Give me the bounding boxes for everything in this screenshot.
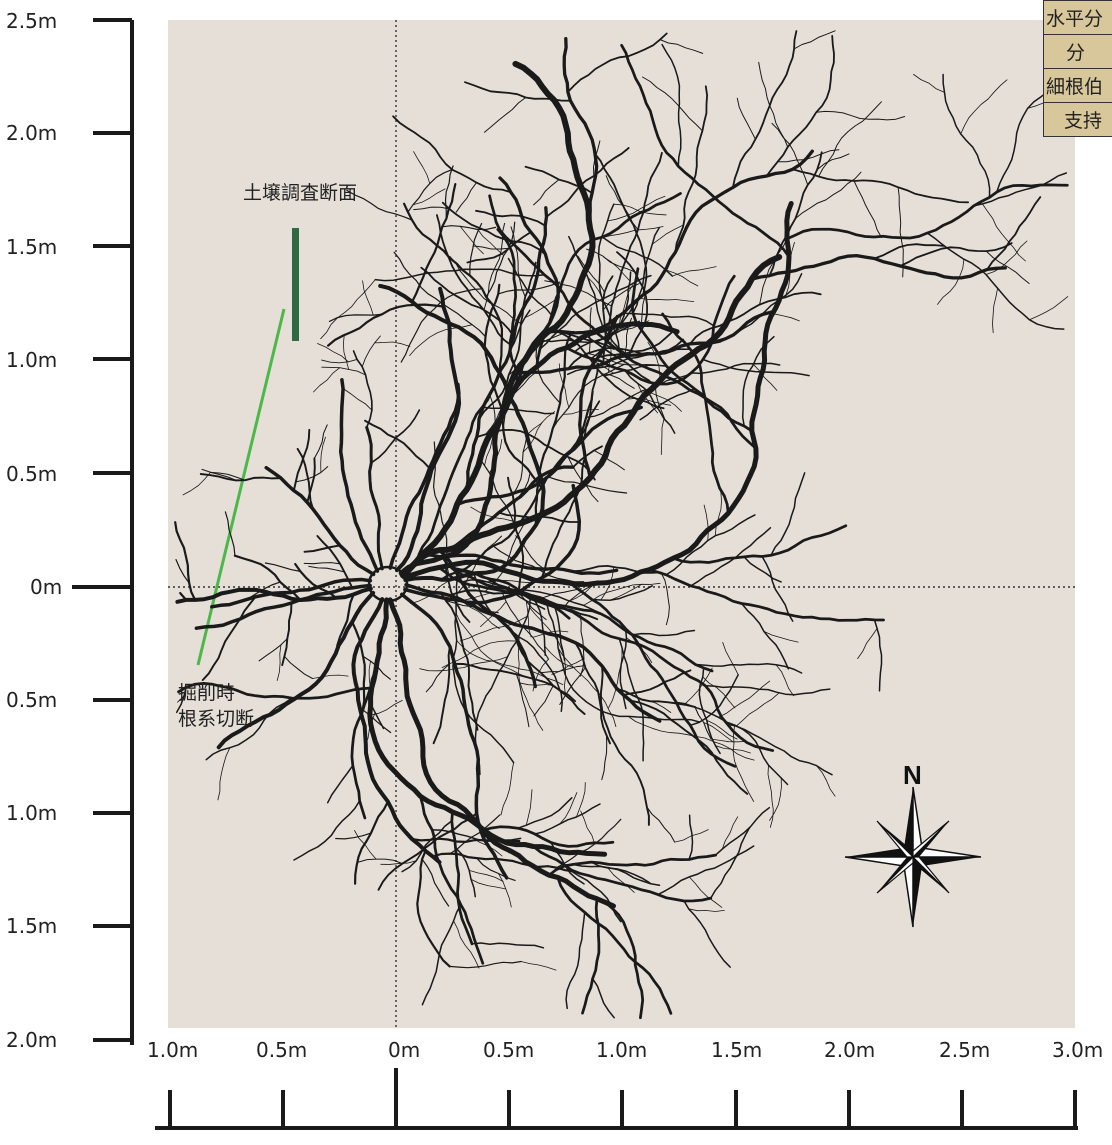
y-label-1: 2.0m	[6, 123, 62, 143]
root-cut-label-line1: 掘削時	[178, 680, 254, 706]
y-label-5: 0m	[30, 577, 86, 597]
y-axis	[72, 20, 132, 1045]
legend-row-2: 細根伯	[1044, 69, 1112, 103]
x-label-4: 1.0m	[596, 1040, 647, 1060]
root-cut-label: 掘削時 根系切断	[178, 680, 254, 732]
x-label-0: 1.0m	[147, 1040, 198, 1060]
y-label-0: 2.5m	[6, 11, 62, 31]
x-label-5: 1.5m	[711, 1040, 762, 1060]
y-label-2: 1.5m	[6, 237, 62, 257]
x-label-7: 2.5m	[939, 1040, 990, 1060]
north-label: N	[903, 760, 922, 791]
legend-clip: 水平分 分 細根伯 支持	[1043, 0, 1112, 190]
y-label-7: 1.0m	[6, 803, 62, 823]
plot-background	[168, 20, 1075, 1028]
y-label-8: 1.5m	[6, 916, 62, 936]
soil-section-bar	[292, 228, 299, 341]
root-cut-label-line2: 根系切断	[178, 706, 254, 732]
legend-row-3: 支持	[1044, 103, 1112, 137]
x-label-8: 3.0m	[1052, 1040, 1103, 1060]
y-label-3: 1.0m	[6, 350, 62, 370]
x-label-1: 0.5m	[256, 1040, 307, 1060]
y-label-9: 2.0m	[6, 1030, 62, 1050]
y-label-4: 0.5m	[6, 464, 62, 484]
x-label-3: 0.5m	[483, 1040, 534, 1060]
y-label-6: 0.5m	[6, 690, 62, 710]
legend-table: 水平分 分 細根伯 支持	[1043, 0, 1112, 137]
soil-section-label: 土壌調査断面	[243, 180, 357, 206]
x-label-6: 2.0m	[824, 1040, 875, 1060]
legend-row-1: 分	[1044, 35, 1112, 69]
x-label-2: 0m	[388, 1040, 420, 1060]
legend-row-0: 水平分	[1044, 1, 1112, 35]
x-axis	[155, 1068, 1078, 1128]
